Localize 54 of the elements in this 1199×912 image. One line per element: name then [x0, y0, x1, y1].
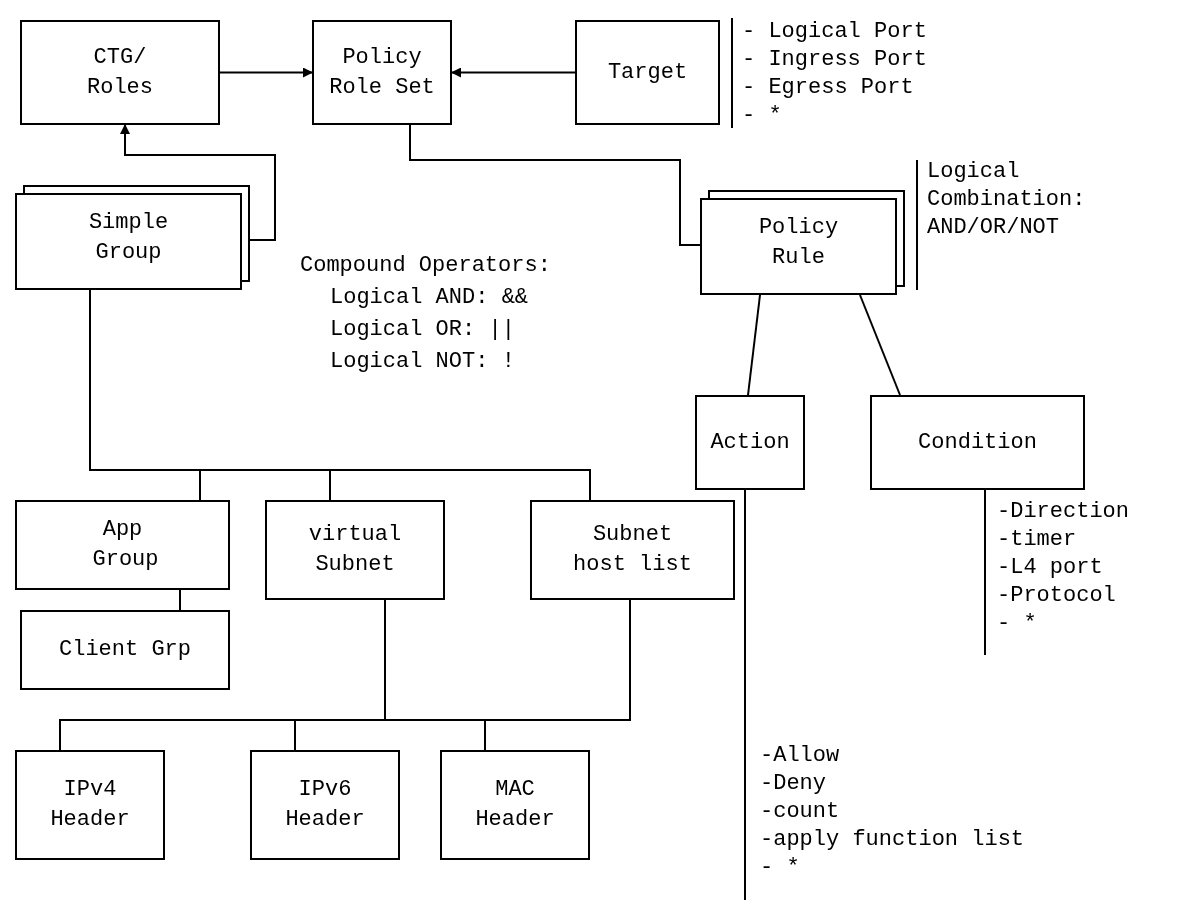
- process-box: [440, 750, 590, 860]
- attribute-text: -timer: [997, 526, 1078, 554]
- attribute-text: - *: [760, 854, 801, 882]
- box-label: Simple Group: [87, 208, 170, 267]
- process-box: [870, 395, 1085, 490]
- process-box: [15, 750, 165, 860]
- note-text: Logical NOT: !: [329, 348, 516, 376]
- attribute-text: Logical Combination: AND/OR/NOT: [927, 158, 1087, 242]
- box-label: Policy Role Set: [328, 43, 436, 102]
- stacked-box: [15, 185, 250, 290]
- stacked-box: [700, 190, 905, 295]
- attribute-text: -Deny: [760, 770, 827, 798]
- attribute-text: - *: [997, 610, 1038, 638]
- connector-line: [409, 124, 701, 246]
- process-box: [20, 610, 230, 690]
- process-box: [20, 20, 220, 125]
- connector-line: [451, 67, 576, 78]
- attribute-text: - Ingress Port: [742, 46, 928, 74]
- process-box: [265, 500, 445, 600]
- attribute-text: - Egress Port: [742, 74, 915, 102]
- connector-line: [120, 124, 276, 241]
- process-box: [575, 20, 720, 125]
- process-box: [695, 395, 805, 490]
- box-label: Condition: [917, 428, 1038, 457]
- process-box: [530, 500, 735, 600]
- connector-line: [747, 294, 761, 396]
- connector-line: [859, 294, 901, 396]
- attribute-text: -Direction: [997, 498, 1131, 526]
- note-text: Logical AND: &&: [329, 284, 530, 312]
- box-label: IPv6 Header: [284, 776, 366, 834]
- box-label: Action: [709, 428, 791, 457]
- connector-line: [179, 589, 181, 611]
- attribute-text: -Protocol: [997, 582, 1117, 610]
- note-text: Logical OR: ||: [329, 316, 516, 344]
- box-label: Subnet host list: [572, 521, 693, 579]
- box-label: virtual Subnet: [307, 521, 403, 579]
- process-box: [15, 500, 230, 590]
- attribute-text: -Allow: [760, 742, 841, 770]
- connector-line: [219, 67, 313, 78]
- process-box: [312, 20, 452, 125]
- box-label: CTG/ Roles: [86, 43, 154, 102]
- attribute-text: - Logical Port: [742, 18, 928, 46]
- attribute-text: - *: [742, 102, 783, 130]
- attribute-text: -apply function list: [760, 826, 1026, 854]
- connector-line: [484, 599, 631, 751]
- note-text: Compound Operators:: [300, 252, 552, 280]
- box-label: Client Grp: [58, 636, 192, 664]
- attribute-text: -L4 port: [997, 554, 1104, 582]
- attribute-text: -count: [760, 798, 841, 826]
- process-box: [250, 750, 400, 860]
- box-label: Target: [606, 58, 689, 87]
- box-label: IPv4 Header: [49, 776, 131, 834]
- box-label: MAC Header: [474, 776, 556, 834]
- box-label: Policy Rule: [758, 213, 840, 272]
